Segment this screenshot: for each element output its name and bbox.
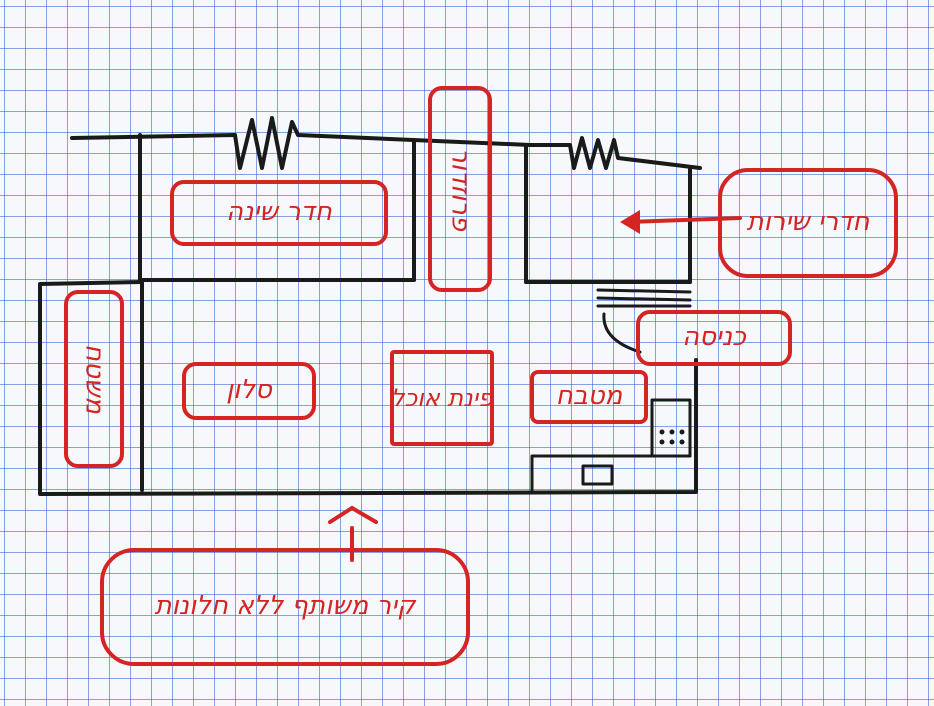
window-wall-label: קיר משותף ללא חלונות [154, 591, 416, 622]
service-rooms-label: חדרי שירות [746, 207, 870, 238]
entrance-label: כניסה [682, 322, 746, 353]
window-wall-box [100, 548, 470, 666]
kitchen-sink [581, 464, 614, 486]
bedroom-label: חדר שינה [226, 197, 332, 228]
laundry-box [64, 290, 124, 468]
dining-label: פינת אוכל [390, 383, 494, 412]
entrance-door-swing [602, 312, 642, 354]
bedroom-box [170, 180, 388, 246]
bottom-arrow-head [328, 505, 378, 524]
service-arrow-head [620, 210, 640, 234]
laundry-label: משטח [79, 344, 110, 414]
dining-box [390, 350, 494, 446]
corridor-label: פרוזדור [445, 147, 476, 231]
main-outer-wall [38, 280, 698, 496]
entrance-box [636, 310, 792, 366]
kitchen-label: מטבח [555, 381, 623, 412]
living-room-box [182, 362, 316, 420]
kitchen-box [530, 370, 648, 424]
kitchen-fridge [650, 398, 692, 458]
kitchen-counter [530, 454, 692, 494]
service-rooms-box [718, 168, 898, 278]
corridor-box [428, 86, 492, 292]
entrance-door [596, 288, 692, 308]
top-wall [70, 116, 702, 170]
living-room-label: סלון [226, 375, 272, 406]
